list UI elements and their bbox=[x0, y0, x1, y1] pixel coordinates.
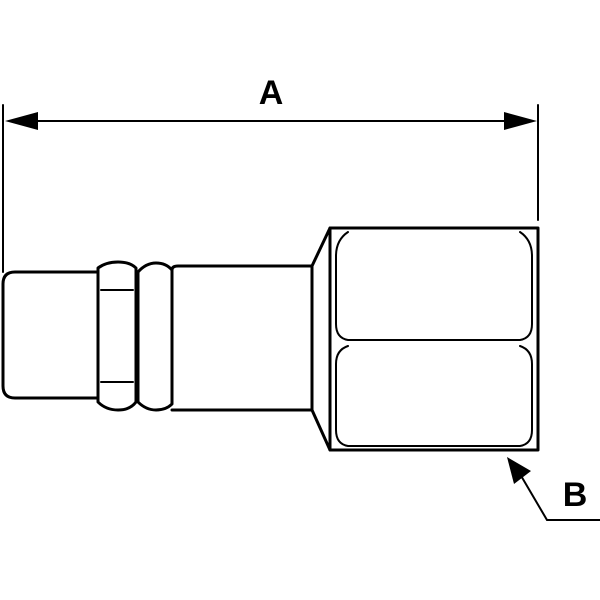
dimension-a: A bbox=[5, 74, 537, 130]
arrowhead-left-icon bbox=[5, 112, 38, 130]
hex-body bbox=[328, 226, 540, 452]
dimension-b-leader bbox=[519, 473, 600, 521]
collar-ring-1 bbox=[96, 260, 138, 412]
arrowhead-b-icon bbox=[507, 457, 531, 484]
dimension-b: B bbox=[507, 457, 600, 521]
hex-chamfer bbox=[310, 226, 332, 452]
hex-facet-bottom bbox=[335, 345, 533, 447]
nipple-tip bbox=[1, 270, 100, 400]
arrowhead-right-icon bbox=[504, 112, 537, 130]
body-shaft bbox=[170, 264, 314, 412]
hex-facet-top bbox=[335, 231, 533, 341]
dimension-a-label: A bbox=[259, 74, 284, 112]
dimension-b-label: B bbox=[563, 476, 588, 514]
collar-ring-2 bbox=[136, 261, 174, 412]
